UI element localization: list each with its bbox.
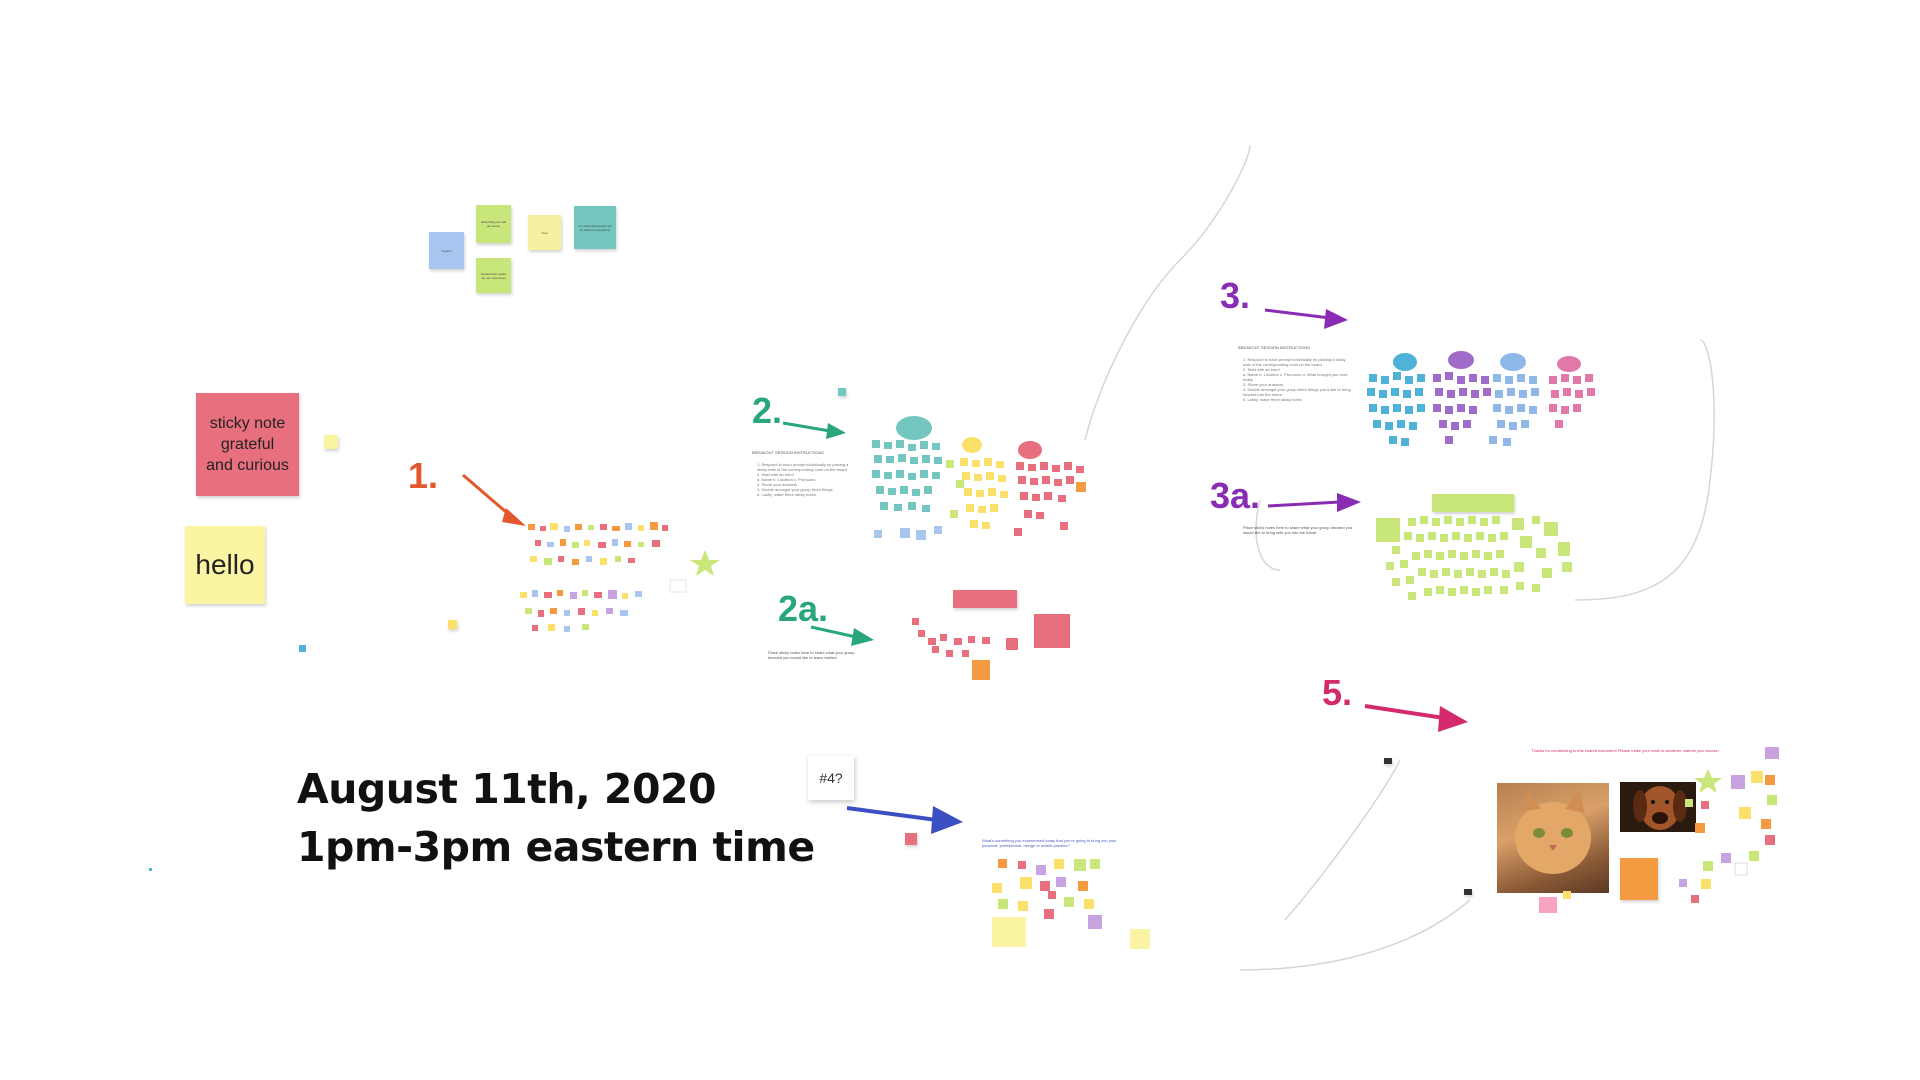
dog-photo	[1620, 782, 1696, 832]
cat-photo	[1497, 783, 1609, 893]
section-2a-header-sticky[interactable]	[953, 590, 1017, 608]
section-3-label: 3.	[1220, 275, 1251, 316]
event-time: 1pm-3pm eastern time	[297, 823, 815, 871]
section-3a-arrow	[1267, 493, 1361, 512]
section-3-instructions: BREAKOUT SESSION INSTRUCTIONS	[1238, 345, 1310, 350]
top-sticky-blue[interactable]: hopeful	[429, 232, 464, 269]
section-5-cluster[interactable]	[1520, 745, 1780, 915]
section-3a-cluster[interactable]	[1372, 512, 1577, 604]
section-2a-arrow	[810, 625, 874, 646]
section-2-instructions-body: 1. Respond to each prompt individually b…	[757, 462, 849, 497]
section-2-cluster[interactable]	[870, 410, 1090, 550]
top-sticky-green-1[interactable]: afraid that your will get worse	[476, 205, 511, 243]
section-1-arrow	[462, 473, 526, 526]
section-4-cluster[interactable]	[990, 855, 1155, 955]
small-blue-dot	[299, 645, 306, 652]
section-4-text: What's something you experienced today t…	[982, 838, 1117, 848]
section-2a-cluster[interactable]	[910, 610, 1080, 685]
section-3a-header-sticky[interactable]	[1432, 494, 1514, 512]
section-5-small-black-1[interactable]	[1384, 758, 1392, 764]
event-date-heading: August 11th, 2020 1pm-3pm eastern time	[297, 760, 815, 876]
section-3-arrow	[1264, 308, 1348, 329]
top-sticky-yellow[interactable]: trust	[528, 215, 561, 250]
yellow-sticky-note[interactable]: hello	[185, 526, 265, 604]
section-3-cluster[interactable]	[1365, 350, 1610, 455]
section-5-label: 5.	[1322, 672, 1353, 713]
pink-sticky-note[interactable]: sticky note grateful and curious	[196, 393, 299, 496]
section-2-instructions: BREAKOUT SESSION INSTRUCTIONS	[752, 450, 824, 455]
section-1-label: 1.	[408, 455, 439, 496]
hash-four-sticky[interactable]: #4?	[808, 756, 854, 800]
top-sticky-green-2[interactable]: hopeful that maybe we can slow down	[476, 258, 511, 293]
section-2a-label: 2a.	[778, 588, 829, 629]
section-5-small-black-2[interactable]	[1464, 889, 1472, 895]
section-3a-label: 3a.	[1210, 475, 1261, 516]
section-4-arrow	[846, 806, 963, 834]
section-2-label: 2.	[752, 390, 783, 431]
section-3a-text: Place sticky notes here to share what yo…	[1243, 525, 1353, 535]
section-4-pink-dot[interactable]	[905, 833, 917, 845]
section-1-yellow-dot[interactable]	[448, 620, 457, 629]
event-date: August 11th, 2020	[297, 765, 717, 813]
section-5-arrow	[1364, 704, 1468, 732]
small-teal-dot	[149, 868, 152, 871]
section-5-orange-sticky[interactable]	[1620, 858, 1658, 900]
section-1-cluster[interactable]	[520, 520, 720, 640]
section-5-text: Thanks for contributing to this shared d…	[1531, 748, 1719, 753]
section-2-small-teal[interactable]	[838, 388, 846, 396]
section-2a-text: Place sticky notes here to share what yo…	[768, 650, 855, 660]
top-sticky-teal[interactable]: I'm afraid that people will be afraid of…	[574, 206, 616, 249]
small-yellow-sticky[interactable]	[324, 435, 338, 449]
section-2-arrow	[782, 421, 846, 439]
section-3-instructions-body: 1. Respond to each prompt individually b…	[1243, 357, 1351, 402]
